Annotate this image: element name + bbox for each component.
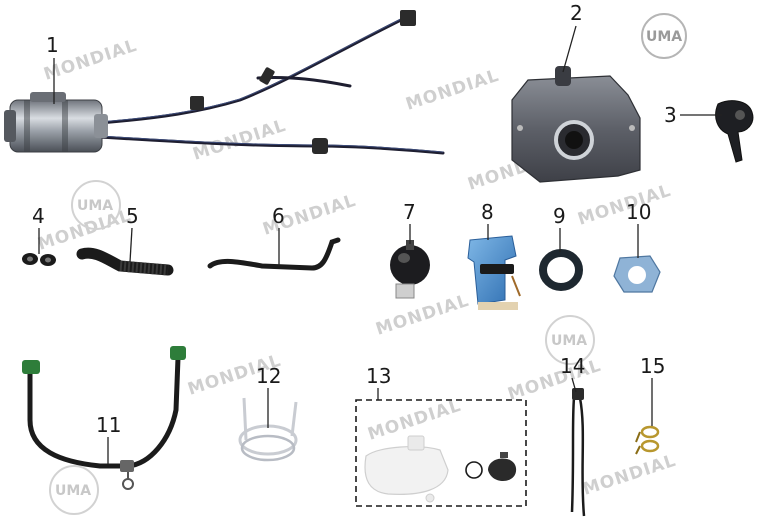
part-6-breather-hose	[207, 237, 341, 271]
part-8-fuel-level-sender	[467, 235, 521, 310]
part-number-label: 4	[32, 204, 45, 228]
part-11-fuel-line-assembly	[22, 346, 186, 490]
part-number-label: 15	[640, 354, 665, 378]
callout-9: 9	[553, 204, 566, 252]
callout-3: 3	[664, 103, 722, 127]
callout-5: 5	[126, 204, 139, 263]
watermark-text: MONDIAL	[580, 451, 678, 500]
part-number-label: 3	[664, 103, 677, 127]
part-number-label: 11	[96, 413, 121, 437]
watermark-text: MONDIAL	[190, 116, 288, 165]
part-9-tank-seal-ring	[539, 249, 583, 291]
part-3-fuel-pump-valve	[715, 100, 754, 163]
callout-1: 1	[46, 33, 59, 104]
part-number-label: 9	[553, 204, 566, 228]
watermark-text: MONDIAL	[403, 66, 501, 115]
part-number-label: 6	[272, 204, 285, 228]
part-5-filler-neck-hose	[76, 247, 174, 276]
callout-13: 13	[366, 364, 391, 400]
svg-text:UMA: UMA	[77, 198, 113, 214]
part-number-label: 12	[256, 364, 281, 388]
part-number-label: 7	[403, 200, 416, 224]
uma-logo: UMA	[49, 465, 99, 515]
callout-2: 2	[562, 1, 583, 73]
svg-text:UMA: UMA	[646, 29, 682, 45]
part-1-fuel-pump-assembly	[4, 10, 445, 155]
part-number-label: 13	[366, 364, 391, 388]
part-15-hose-clamps	[635, 425, 660, 455]
svg-text:UMA: UMA	[551, 333, 587, 349]
part-number-label: 5	[126, 204, 139, 228]
watermark-text: MONDIAL	[575, 181, 673, 230]
callout-11: 11	[96, 413, 121, 464]
callout-7: 7	[403, 200, 416, 244]
callout-8: 8	[481, 200, 494, 240]
part-number-label: 8	[481, 200, 494, 224]
part-number-label: 1	[46, 33, 59, 57]
watermark-text: MONDIAL	[373, 291, 471, 340]
svg-text:UMA: UMA	[55, 483, 91, 499]
uma-logo: UMA	[641, 13, 687, 59]
callout-10: 10	[626, 200, 651, 258]
part-4-grommet-pair	[22, 253, 56, 266]
part-number-label: 14	[560, 354, 585, 378]
part-13-canister-kit	[355, 399, 527, 507]
part-2-fuel-tank	[511, 66, 641, 183]
callout-6: 6	[272, 204, 285, 266]
uma-logo: UMA	[545, 315, 595, 365]
callout-12: 12	[256, 364, 281, 428]
callout-4: 4	[32, 204, 45, 254]
watermark-text: MONDIAL	[505, 356, 603, 405]
part-10-sender-gasket	[613, 255, 661, 293]
callout-15: 15	[640, 354, 665, 426]
part-7-fuel-cap	[390, 240, 430, 299]
callout-14: 14	[560, 354, 585, 393]
part-number-label: 10	[626, 200, 651, 224]
part-14-drain-tube	[570, 388, 586, 517]
uma-logo: UMA	[71, 180, 121, 230]
part-number-label: 2	[570, 1, 583, 25]
